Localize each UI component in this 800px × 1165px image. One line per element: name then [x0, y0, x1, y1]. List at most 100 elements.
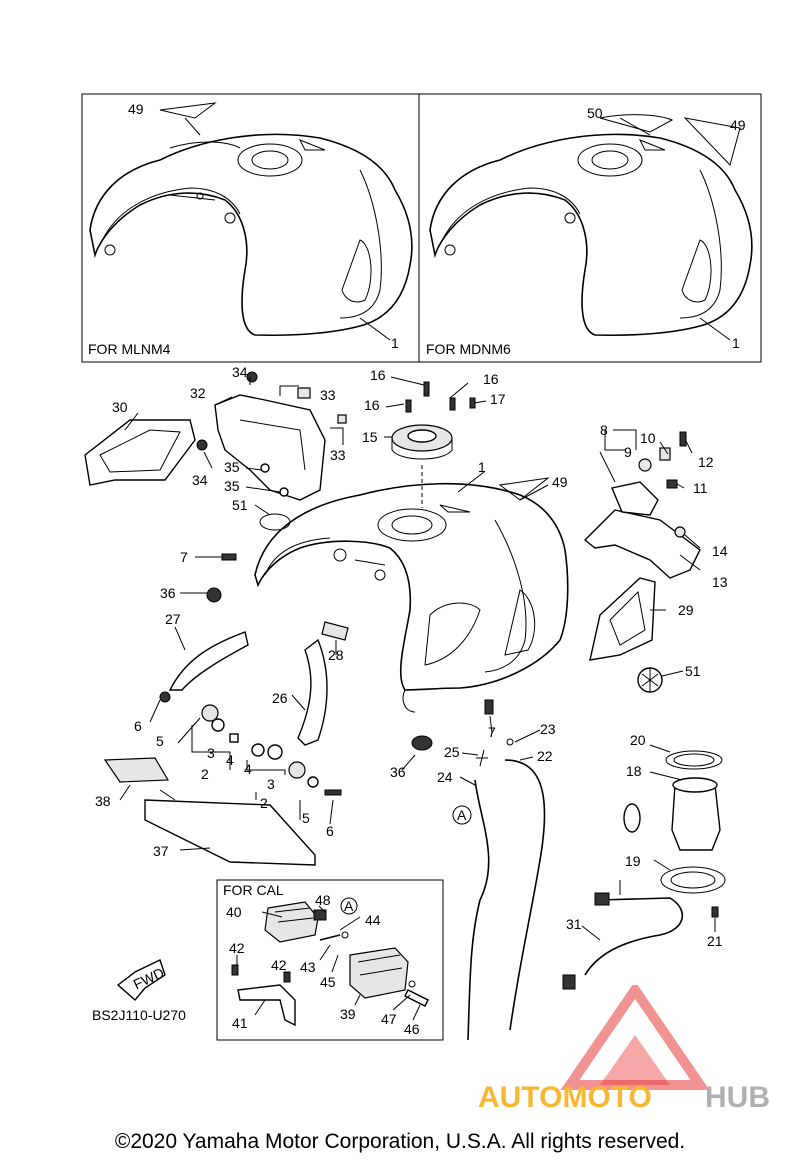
copyright-notice: ©2020 Yamaha Motor Corporation, U.S.A. A… [114, 1130, 686, 1153]
callout: 9 [624, 444, 632, 460]
watermark-text-1: AUTOMOTO [478, 1081, 652, 1114]
callout: 3 [207, 745, 215, 761]
trim-26 [297, 638, 328, 746]
callout: 46 [404, 1021, 420, 1037]
callout: 2 [201, 766, 209, 782]
callout: 33 [330, 447, 346, 463]
side-cover-29 [589, 577, 656, 661]
callout: 34 [232, 364, 248, 380]
callout: 49 [552, 474, 568, 490]
callout: 16 [370, 367, 386, 383]
cal-box: FOR CAL A [216, 879, 444, 1041]
grommet-36-upper [206, 587, 222, 603]
callout: 49 [128, 101, 144, 117]
hose-24 [467, 779, 490, 1041]
fwd-label: FWD [131, 964, 167, 992]
side-cover-30 [84, 419, 196, 486]
callout: 43 [300, 959, 316, 975]
grommet-36-lower [411, 735, 433, 751]
callout: 39 [340, 1006, 356, 1022]
callout: 6 [326, 823, 334, 839]
callout: 34 [192, 472, 208, 488]
callout: 16 [364, 397, 380, 413]
callout: 15 [362, 429, 378, 445]
callout: 41 [232, 1015, 248, 1031]
callout: 25 [444, 744, 460, 760]
callout: 11 [693, 480, 708, 496]
callout: 33 [320, 387, 336, 403]
callout: 35 [224, 459, 240, 475]
callout: 4 [244, 761, 252, 777]
callout: 14 [712, 543, 728, 559]
bolts-16-17 [405, 381, 476, 413]
callout: 1 [478, 459, 486, 475]
callout: 18 [626, 763, 642, 779]
callout: 32 [190, 385, 206, 401]
bracket-32 [214, 394, 326, 501]
callout: 28 [328, 647, 344, 663]
clip-33b [337, 414, 347, 424]
callout: 7 [488, 724, 496, 740]
callout: 8 [600, 422, 608, 438]
fuel-tank-main [254, 477, 569, 713]
callout: 22 [537, 748, 553, 764]
callout: 5 [156, 733, 164, 749]
bolt-11 [666, 479, 678, 489]
callout: 26 [272, 690, 288, 706]
callout: 10 [640, 430, 656, 446]
callout: 1 [391, 335, 399, 351]
ref-a-main: A [457, 807, 467, 823]
damper-9 [638, 458, 652, 472]
trim-27 [168, 631, 249, 691]
variant-box-mlnm4: FOR MLNM4 [81, 93, 420, 363]
bolt-7-upper [221, 553, 237, 561]
nut-14 [674, 526, 686, 538]
callout: 49 [730, 117, 746, 133]
callout: 30 [112, 399, 128, 415]
callout: 27 [165, 611, 181, 627]
callout: 47 [381, 1011, 397, 1027]
callout: 36 [390, 764, 406, 780]
bolt-6-right [324, 789, 342, 796]
callout: 23 [540, 721, 556, 737]
clip-33a [297, 387, 311, 399]
screw-34-left [196, 439, 208, 451]
pad-37 [144, 799, 316, 866]
callout: 4 [226, 752, 234, 768]
callout: 38 [95, 793, 111, 809]
callout: 21 [707, 933, 723, 949]
callout: 42 [229, 940, 245, 956]
damper-5-right [288, 761, 306, 779]
callout-numbers: 49 1 50 49 1 34 32 33 33 30 34 35 35 51 … [95, 101, 746, 1037]
fuel-pump-18 [623, 750, 726, 918]
cal-box-label: FOR CAL [223, 882, 284, 898]
ref-a-marker [452, 805, 472, 825]
watermark-logo: AUTOMOTO HUB [470, 981, 800, 1115]
collar-10 [659, 447, 671, 461]
diagram-code: BS2J110-U270 [92, 1007, 186, 1023]
damper-5-left [201, 704, 219, 722]
callout: 12 [698, 454, 714, 470]
callout: 13 [712, 574, 728, 590]
callout: 37 [153, 843, 169, 859]
clip-28 [321, 621, 349, 641]
callout: 7 [180, 549, 188, 565]
callout: 2 [260, 795, 268, 811]
variant-box-mdnm6: FOR MDNM6 [418, 93, 762, 363]
bracket-13 [583, 509, 701, 579]
canister-40 [264, 901, 319, 943]
variant-label-mdnm6: FOR MDNM6 [426, 341, 511, 357]
callout: 24 [437, 769, 453, 785]
callout: 50 [587, 105, 603, 121]
callout: 6 [134, 718, 142, 734]
callout: 44 [365, 912, 381, 928]
ref-a-cal: A [344, 898, 354, 914]
callout: 20 [630, 732, 646, 748]
callout: 31 [566, 916, 582, 932]
callout: 40 [226, 904, 242, 920]
hose-22 [504, 759, 546, 1031]
o-ring-51 [259, 513, 291, 531]
callout: 36 [160, 585, 176, 601]
callout: 48 [315, 892, 331, 908]
